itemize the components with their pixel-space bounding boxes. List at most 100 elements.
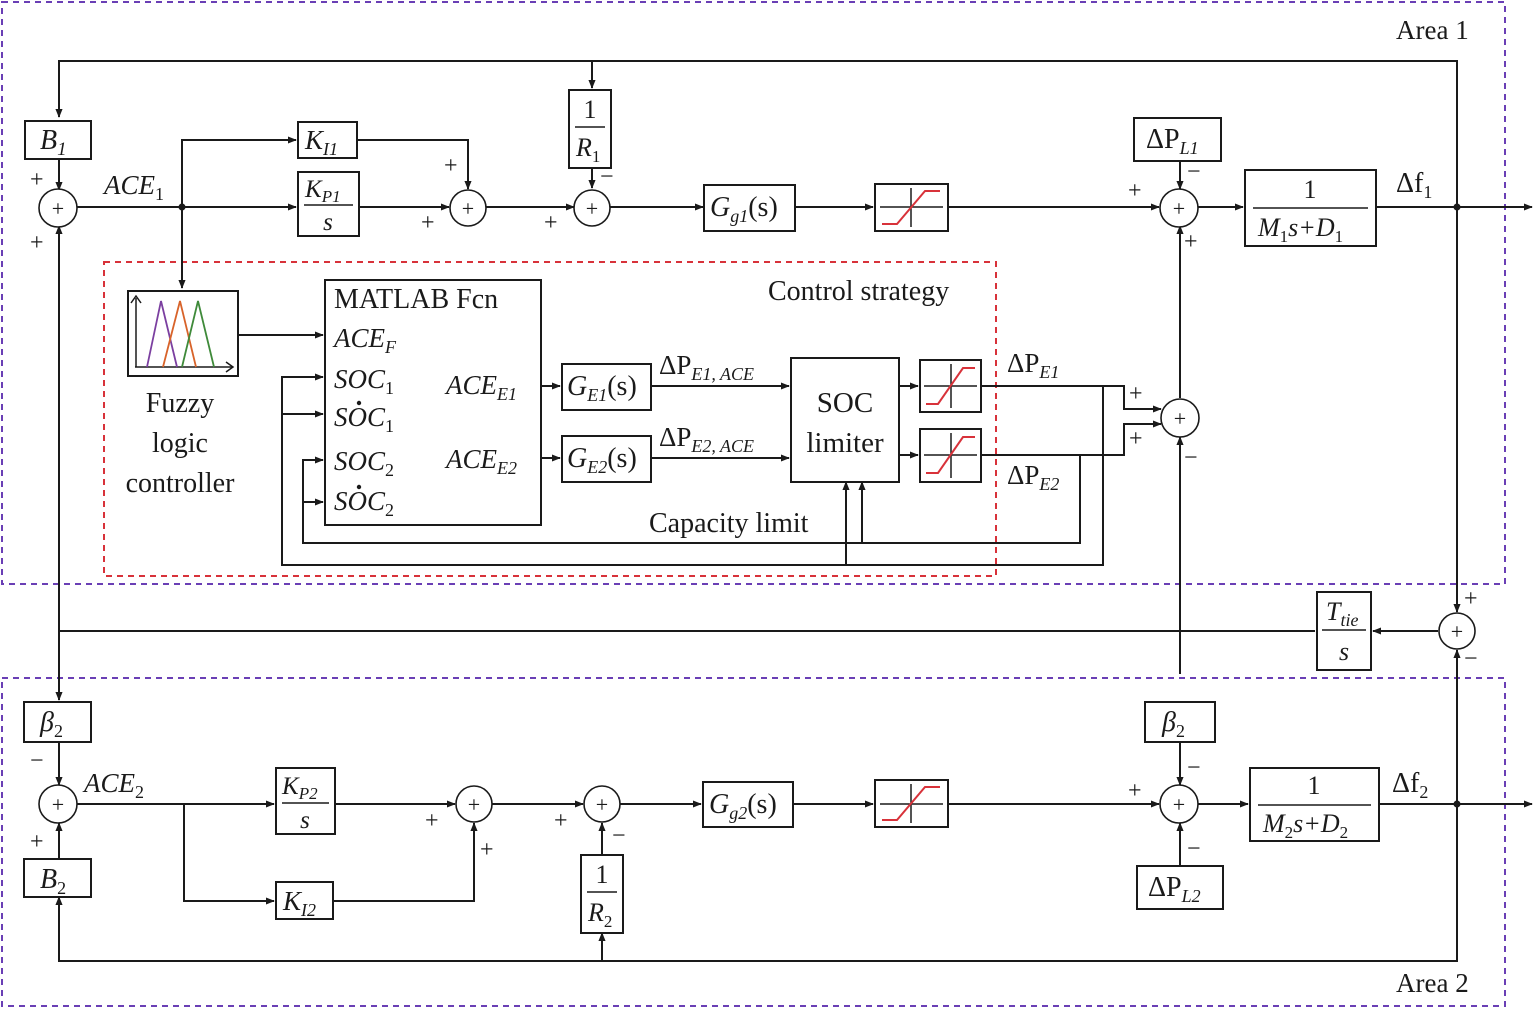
dPE1-ace-label: ΔPE1, ACE — [659, 350, 754, 384]
fuzzy-logic-controller-block — [127, 290, 239, 377]
svg-text:1: 1 — [596, 860, 609, 889]
control-strategy-label: Control strategy — [768, 276, 949, 307]
sign: + — [1129, 381, 1143, 407]
fuzzy-label-line2: logic — [152, 428, 208, 459]
sum-area2-pi: + — [455, 785, 493, 823]
control-strategy-boundary — [103, 261, 997, 577]
gain-KI2-block: KI2 — [275, 881, 334, 920]
matlab-in-socdot1: SOC1 — [334, 402, 394, 436]
svg-text:Gg2(s): Gg2(s) — [709, 789, 777, 823]
sign: − — [1184, 445, 1198, 471]
sign: + — [1128, 778, 1142, 804]
sign: + — [1464, 586, 1478, 612]
summing-junction-icon: + — [462, 196, 474, 221]
matlab-out-ace-e1: ACEE1 — [444, 370, 517, 404]
svg-text:s: s — [1339, 637, 1349, 666]
svg-text:B2: B2 — [40, 864, 66, 898]
dPE2-label: ΔPE2 — [1007, 460, 1059, 494]
sign: + — [1129, 426, 1143, 452]
svg-text:KI1: KI1 — [304, 125, 338, 159]
svg-text:M2s+D2: M2s+D2 — [1262, 809, 1348, 842]
area-1-label: Area 1 — [1396, 15, 1469, 45]
svg-text:β2: β2 — [1161, 707, 1185, 741]
sign: + — [30, 230, 44, 256]
sign: − — [1187, 755, 1201, 781]
saturation-limiter-area1 — [874, 183, 949, 232]
sign: + — [30, 829, 44, 855]
junction-dots — [178, 203, 1461, 808]
saturation-limiter-E1 — [919, 359, 982, 413]
sign: − — [1187, 836, 1201, 862]
sign: − — [1187, 159, 1201, 185]
sign: + — [1128, 178, 1142, 204]
fuzzy-label-line3: controller — [126, 468, 236, 499]
gain-beta2-right-block: β2 — [1144, 701, 1216, 743]
svg-text:GE2(s): GE2(s) — [567, 443, 637, 477]
svg-text:R2: R2 — [587, 898, 612, 931]
sign: − — [600, 164, 614, 190]
area-2-label: Area 2 — [1396, 968, 1469, 998]
summing-junction-icon: + — [1173, 792, 1185, 817]
matlab-fcn-block: MATLAB Fcn ACEF SOC1 SOC1 SOC2 SOC2 ACEE… — [324, 279, 542, 526]
sum-area2-power: + — [1159, 784, 1199, 824]
saturation-limiter-icon — [882, 190, 940, 225]
summing-junction-icon: + — [596, 792, 608, 817]
saturation-limiter-icon — [926, 367, 975, 405]
saturation-limiter-E2 — [919, 428, 982, 483]
membership-function-icon — [130, 294, 235, 373]
signs: + + + + + − + − + + + − + − − + + + + − … — [30, 153, 1478, 863]
matlab-fcn-title: MATLAB Fcn — [334, 284, 498, 315]
sum-area1-pi: + — [449, 189, 487, 227]
svg-text:ΔPL2: ΔPL2 — [1148, 872, 1201, 906]
svg-text:GE1(s): GE1(s) — [567, 371, 637, 405]
gain-1-over-R2-block: 1 R2 — [580, 854, 624, 934]
gain-B2-block: B2 — [23, 858, 92, 898]
capacity-limit-label: Capacity limit — [649, 508, 809, 539]
soc-limiter-label-1: SOC — [817, 387, 873, 419]
dPE1-label: ΔPE1 — [1007, 348, 1059, 382]
svg-text:s: s — [323, 209, 333, 236]
governor-Gg2-block: Gg2(s) — [702, 781, 794, 828]
storage-GE1-block: GE1(s) — [561, 363, 652, 411]
gain-KP2-block: KP2 s — [275, 767, 336, 835]
matlab-in-socdot2: SOC2 — [334, 486, 394, 520]
df1-label: Δf1 — [1396, 168, 1432, 202]
svg-text:M1s+D1: M1s+D1 — [1257, 213, 1343, 246]
area-2-boundary — [1, 677, 1506, 1007]
sign: + — [480, 837, 494, 863]
sign: − — [612, 823, 626, 849]
summing-junction-icon: + — [586, 196, 598, 221]
gain-beta2-left-block: β2 — [23, 701, 92, 743]
sign: − — [30, 748, 44, 774]
svg-text:B1: B1 — [40, 125, 67, 160]
area-1-boundary — [1, 1, 1506, 585]
control-strategy-wires — [239, 331, 1184, 674]
sum-area2-droop: + — [583, 785, 621, 823]
sum-tie: + — [1438, 612, 1476, 650]
sum-storage: + — [1160, 398, 1200, 438]
svg-text:s: s — [300, 807, 310, 834]
load-disturbance-PL2-block: ΔPL2 — [1136, 865, 1224, 910]
gain-KP1-block: KP1 s — [297, 171, 360, 237]
sum-area2-ace: + — [38, 784, 78, 824]
sign: + — [1184, 229, 1198, 255]
saturation-limiter-area2 — [874, 779, 949, 828]
saturation-limiter-icon — [882, 786, 940, 821]
summing-junction-icon: + — [52, 792, 64, 817]
summing-junction-icon: + — [1174, 406, 1186, 431]
soc-limiter-block: SOC limiter — [790, 357, 900, 483]
fuzzy-label-line1: Fuzzy — [146, 388, 214, 419]
sum-area1-droop: + — [573, 189, 611, 227]
svg-text:1: 1 — [1308, 771, 1321, 800]
sign: − — [1464, 646, 1478, 672]
svg-text:Gg1(s): Gg1(s) — [710, 192, 778, 226]
summing-junction-icon: + — [468, 792, 480, 817]
sign: + — [30, 167, 44, 193]
ace2-label: ACE2 — [82, 768, 144, 802]
summing-junction-icon: + — [1173, 196, 1185, 221]
gain-KI1-block: KI1 — [297, 121, 358, 159]
svg-text:KP2: KP2 — [281, 773, 318, 803]
sign: + — [425, 808, 439, 834]
summing-junction-icon: + — [1451, 619, 1463, 644]
